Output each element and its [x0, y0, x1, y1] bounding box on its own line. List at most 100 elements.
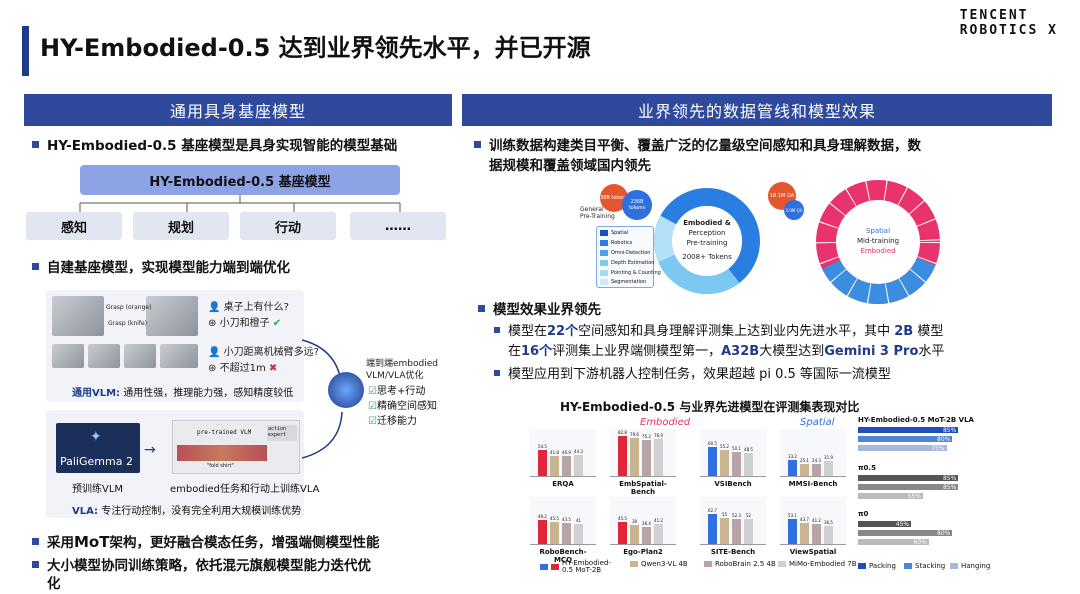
bullet-square: [494, 327, 500, 333]
bar-value-0-0: 54.5: [538, 443, 547, 449]
e2e-check-2-text: 精确空间感知: [376, 401, 437, 412]
bar-7-0: [788, 518, 797, 544]
legend-swatch: [904, 563, 912, 569]
e2e-check-3-text: 迁移能力: [376, 416, 417, 427]
bar-value-0-2: 40.9: [562, 450, 571, 456]
hbar-legend-text-2: Hanging: [961, 562, 991, 570]
paligemma-icon: ✦: [90, 429, 102, 445]
bar-value-1-3: 76.9: [654, 433, 663, 439]
right-bullet-1-line-1: 训练数据构建类目平衡、覆盖广泛的亿量级空间感知和具身理解数据，数: [489, 138, 921, 154]
bar-value-6-1: 55: [721, 511, 728, 517]
action-expert-label: action expert: [267, 425, 297, 441]
sub1-pre: 模型在: [508, 324, 548, 339]
bar-5-1: [630, 525, 639, 544]
donut2-center-3: Embodied: [860, 247, 896, 255]
bar-value-4-2: 43.5: [562, 517, 571, 523]
bar-6-0: [708, 513, 717, 544]
legend-swatch: [551, 564, 559, 570]
hbar-0-2: [858, 445, 947, 451]
right-bullet-1: 训练数据构建类目平衡、覆盖广泛的亿量级空间感知和具身理解数据，数: [474, 136, 921, 156]
bar-value-7-0: 53.1: [788, 512, 797, 518]
e2e-check-3: ☑迁移能力: [368, 412, 417, 427]
pretraining-donut: [654, 188, 760, 294]
hbar-legend-text-0: Packing: [869, 562, 896, 570]
bullet-square: [478, 305, 485, 312]
vlm-caption-bold: 通用VLM:: [72, 388, 121, 399]
tag-spatial: Spatial: [800, 417, 835, 428]
left-bullet-2: 自建基座模型，实现模型能力端到端优化: [32, 258, 290, 278]
cross-icon: ✖: [268, 363, 278, 374]
arrow-right-icon: →: [144, 442, 156, 458]
bar-value-7-2: 41.2: [812, 518, 821, 524]
hbar-legend-item-0: Packing: [858, 562, 896, 570]
hbar-1-1: [858, 484, 959, 490]
hbar-group-label-2: π0: [858, 510, 869, 518]
bar-4-2: [562, 523, 571, 544]
legend-swatch: [630, 561, 638, 567]
vla-caption-bold: VLA:: [72, 506, 99, 517]
bar-1-2: [642, 439, 651, 476]
legend-pointing: Pointing & Counting: [600, 270, 661, 276]
donut1-center-1: Embodied &: [683, 219, 731, 227]
robot-arm-photo-2: [146, 296, 198, 336]
left-bullet-3: 采用MoT架构，更好融合模态任务，增强端侧模型性能: [32, 532, 379, 553]
bar-value-1-0: 82.8: [618, 430, 627, 436]
bar-0-0: [538, 449, 547, 476]
vla-label-right: embodied任务和行动上训练VLA: [170, 484, 320, 495]
check-icon: ✔: [272, 318, 282, 329]
legend-omni-text: Omni-Detection: [611, 250, 651, 256]
tokens-strip: [177, 445, 267, 461]
bench-label-3: MMSI-Bench: [788, 480, 838, 488]
bar-value-1-2: 75.2: [642, 433, 651, 439]
bar-value-0-1: 41.8: [550, 449, 559, 455]
bar-value-4-0: 49.2: [538, 514, 547, 520]
bar-value-5-3: 41.2: [654, 518, 663, 524]
hbar-value-2-1: 80%: [937, 530, 951, 537]
connector-lines: [79, 195, 401, 212]
bar-legend-text-2: RoboBrain 2.5 4B: [715, 560, 776, 568]
bar-1-0: [618, 436, 627, 476]
hbar-legend-text-1: Stacking: [915, 562, 946, 570]
bar-value-5-2: 36.4: [642, 520, 651, 526]
checkbox-icon: ☑: [368, 416, 377, 427]
bench-label-1: EmbSpatial-Bench: [619, 480, 667, 496]
bar-7-2: [812, 524, 821, 544]
sub1-post: 模型: [913, 324, 944, 339]
bench-label-6: SITE-Bench: [710, 548, 756, 556]
hbar-value-2-2: 60%: [913, 539, 927, 546]
legend-swatch: [950, 563, 958, 569]
bar-4-0: [538, 520, 547, 544]
bar-legend-text-1: Qwen3-VL 4B: [641, 560, 688, 568]
hbar-legend-item-2: Hanging: [950, 562, 990, 570]
title-accent-bar: [22, 26, 29, 76]
bar-legend-item-2: RoboBrain 2.5 4B: [704, 560, 776, 568]
base-model-box: HY-Embodied-0.5 基座模型: [80, 165, 400, 195]
fold-shirt-label: "fold shirt": [207, 463, 234, 469]
ai-icon: ⊛: [208, 363, 217, 374]
legend-segmentation: Segmentation: [600, 279, 646, 285]
bubble-236b: 236B tokens: [622, 190, 652, 220]
robot-arm-photo-6: [160, 344, 198, 368]
capability-planning: 规划: [133, 212, 229, 240]
legend-spatial-text: Spatial: [611, 230, 629, 236]
legend-swatch: [704, 561, 712, 567]
sub1-2b: 2B: [894, 324, 914, 339]
checkbox-icon: ☑: [368, 401, 377, 412]
donut1-legend: Spatial Robotics Omni-Detection Depth Es…: [596, 226, 661, 288]
right-section-header: 业界领先的数据管线和模型效果: [462, 94, 1052, 126]
bar-0-3: [574, 454, 583, 476]
hbar-1-0: [858, 475, 959, 481]
bar-legend-item-1: Qwen3-VL 4B: [630, 560, 688, 568]
right-bullet-2-text: 模型效果业界领先: [493, 302, 601, 318]
hbar-value-1-0: 85%: [942, 475, 957, 482]
general-label-1: General: [580, 206, 604, 213]
vlm-caption-rest: 通用性强，推理能力强，感知精度较低: [120, 388, 294, 399]
left-section-header: 通用具身基座模型: [24, 94, 452, 126]
bullet-square: [494, 370, 500, 376]
bar-value-1-1: 79.6: [630, 431, 639, 437]
donut1-center-3: Pre-training: [686, 239, 728, 247]
hbar-2-0: [858, 521, 912, 527]
sub1-mid: 空间感知和具身理解评测集上达到业内先进水平，其中: [578, 324, 895, 339]
